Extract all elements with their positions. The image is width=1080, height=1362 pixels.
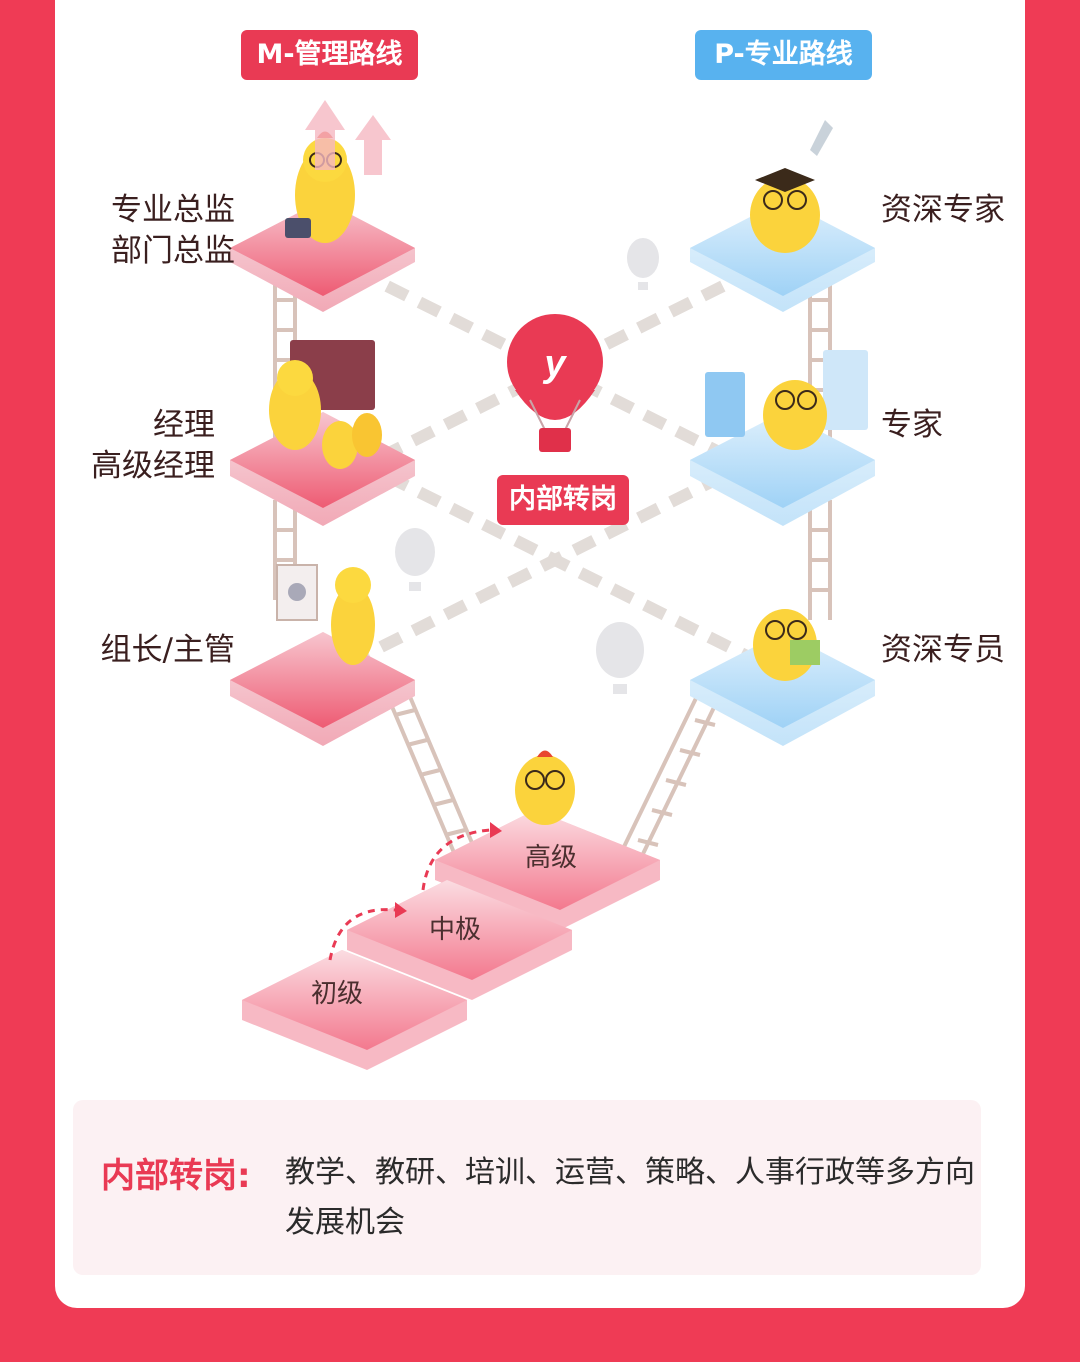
chick-leader-icon bbox=[276, 564, 375, 665]
chick-expert-icon bbox=[705, 350, 868, 450]
m-level-mid-line1: 经理 bbox=[153, 407, 215, 443]
ladder-right bbox=[618, 270, 832, 861]
transfer-info-box: 内部转岗: 教学、教研、培训、运营、策略、人事行政等多方向发展机会 bbox=[73, 1100, 981, 1275]
p-level-top-label: 资深专家 bbox=[881, 190, 1005, 231]
arrow-head-icon bbox=[395, 902, 407, 918]
p-level-low-label: 资深专员 bbox=[881, 630, 1005, 671]
p-level-top-line1: 资深专家 bbox=[881, 192, 1005, 228]
content-card: y 高级 中极 初级 M-管理路线 P-专业路线 内部转岗 专业总监 部门总监 … bbox=[55, 0, 1025, 1308]
stair-label-low: 初级 bbox=[311, 979, 363, 1009]
platform-m-top bbox=[230, 200, 415, 312]
stair-label-mid: 中极 bbox=[429, 915, 481, 945]
small-balloon-icon bbox=[395, 238, 659, 694]
platform-p-mid bbox=[690, 412, 875, 526]
stair-label-high: 高级 bbox=[525, 843, 577, 873]
chick-director-icon bbox=[285, 131, 355, 243]
p-level-low-line1: 资深专员 bbox=[881, 632, 1005, 668]
m-level-mid-line2: 高级经理 bbox=[91, 448, 215, 484]
chick-junior-icon bbox=[515, 750, 575, 825]
transfer-badge: 内部转岗 bbox=[497, 475, 629, 525]
m-level-top-label: 专业总监 部门总监 bbox=[80, 190, 235, 272]
m-level-top-line2: 部门总监 bbox=[111, 233, 235, 269]
transfer-balloon-icon: y bbox=[507, 314, 603, 452]
chick-specialist-icon bbox=[753, 609, 820, 681]
platform-m-mid bbox=[230, 412, 415, 526]
m-level-low-label: 组长/主管 bbox=[65, 630, 235, 671]
rocket-icon bbox=[810, 120, 833, 156]
growth-arrows-icon bbox=[305, 100, 391, 175]
chick-manager-icon bbox=[269, 340, 382, 469]
m-level-mid-label: 经理 高级经理 bbox=[65, 405, 215, 487]
balloon-letter: y bbox=[542, 343, 567, 385]
m-level-top-line1: 专业总监 bbox=[111, 192, 235, 228]
p-level-mid-label: 专家 bbox=[881, 405, 943, 446]
m-level-low-line1: 组长/主管 bbox=[100, 632, 235, 668]
p-level-mid-line1: 专家 bbox=[881, 407, 943, 443]
info-text: 教学、教研、培训、运营、策略、人事行政等多方向发展机会 bbox=[285, 1155, 975, 1240]
management-path-badge: M-管理路线 bbox=[241, 30, 418, 80]
professional-path-badge: P-专业路线 bbox=[695, 30, 872, 80]
chick-expert-senior-icon bbox=[750, 168, 820, 253]
arrow-head-icon bbox=[490, 822, 502, 838]
info-title: 内部转岗: bbox=[101, 1156, 251, 1196]
platform-m-low bbox=[230, 632, 415, 746]
stair-low bbox=[242, 950, 467, 1070]
career-path-diagram: y 高级 中极 初级 bbox=[230, 100, 875, 1070]
progress-arrows bbox=[328, 828, 491, 961]
